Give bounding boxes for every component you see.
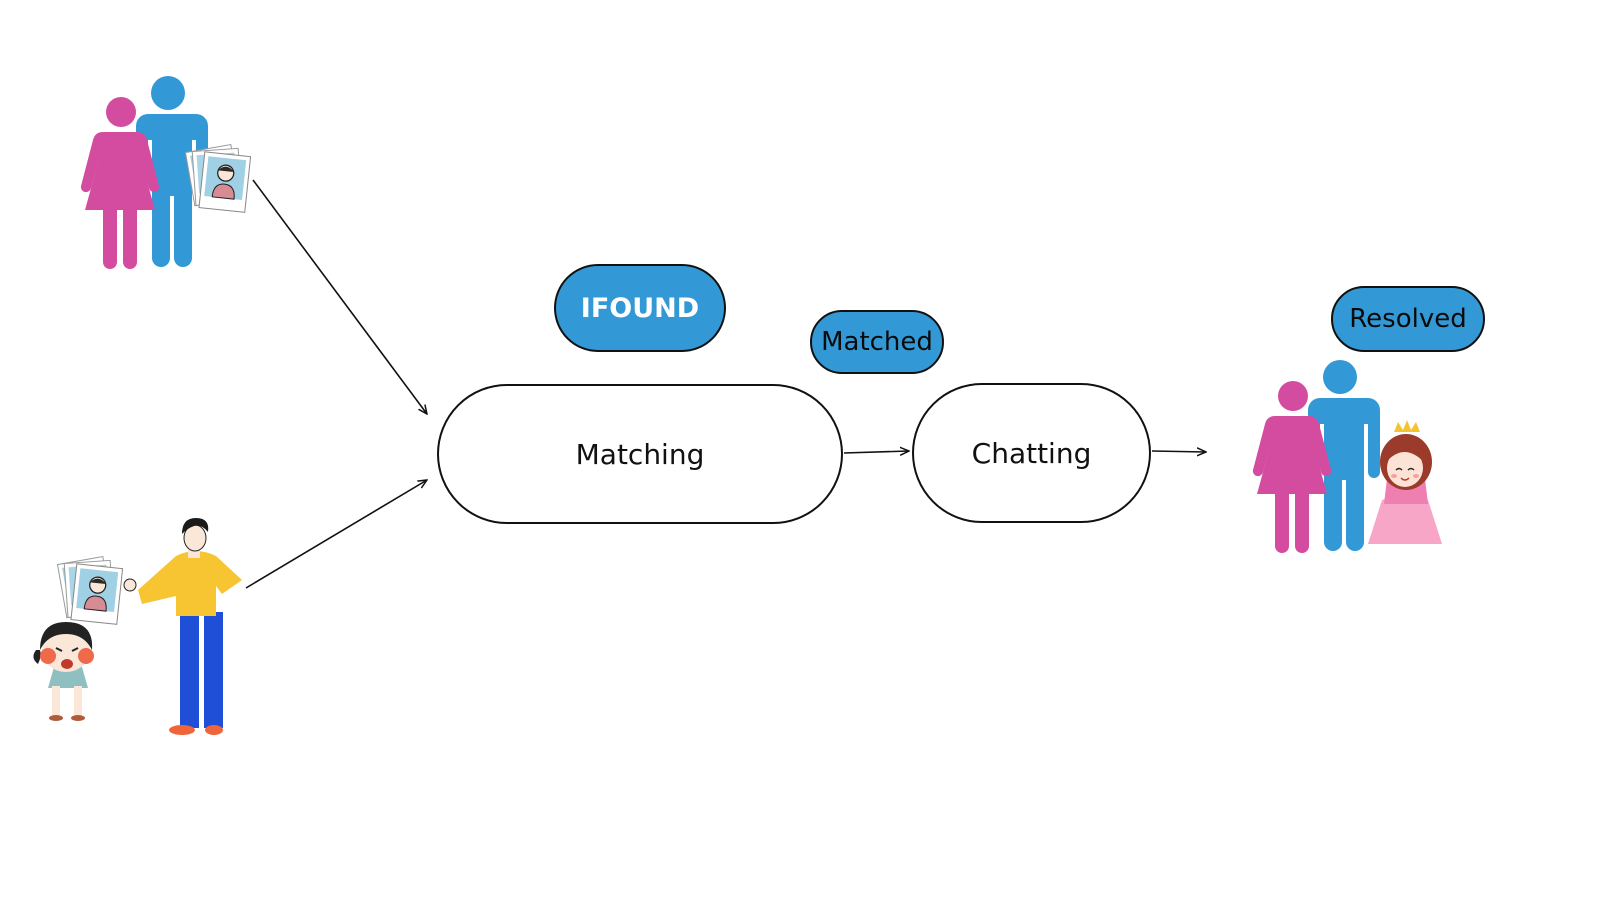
chatting-stage-box: Chatting	[912, 383, 1151, 523]
resolved-badge: Resolved	[1331, 286, 1485, 352]
resolved-label: Resolved	[1349, 304, 1467, 334]
matching-label: Matching	[575, 437, 705, 471]
matching-to-chatting-arrow	[843, 451, 909, 453]
ifound-badge: IFOUND	[554, 264, 726, 352]
photo-stack-icon	[56, 555, 124, 625]
man-holding-photos-icon	[123, 518, 242, 735]
reunited-family-icon	[1252, 360, 1442, 553]
photo-stack-icon	[184, 143, 252, 213]
ifound-label: IFOUND	[580, 292, 700, 324]
matched-badge: Matched	[810, 310, 944, 374]
chatting-label: Chatting	[971, 436, 1092, 470]
crying-child-icon	[33, 622, 94, 721]
finder-to-matching-arrow	[245, 480, 427, 589]
chatting-to-family-arrow	[1151, 451, 1206, 452]
matching-stage-box: Matching	[437, 384, 843, 524]
matched-label: Matched	[821, 327, 933, 357]
parents-to-matching-arrow	[252, 179, 427, 414]
